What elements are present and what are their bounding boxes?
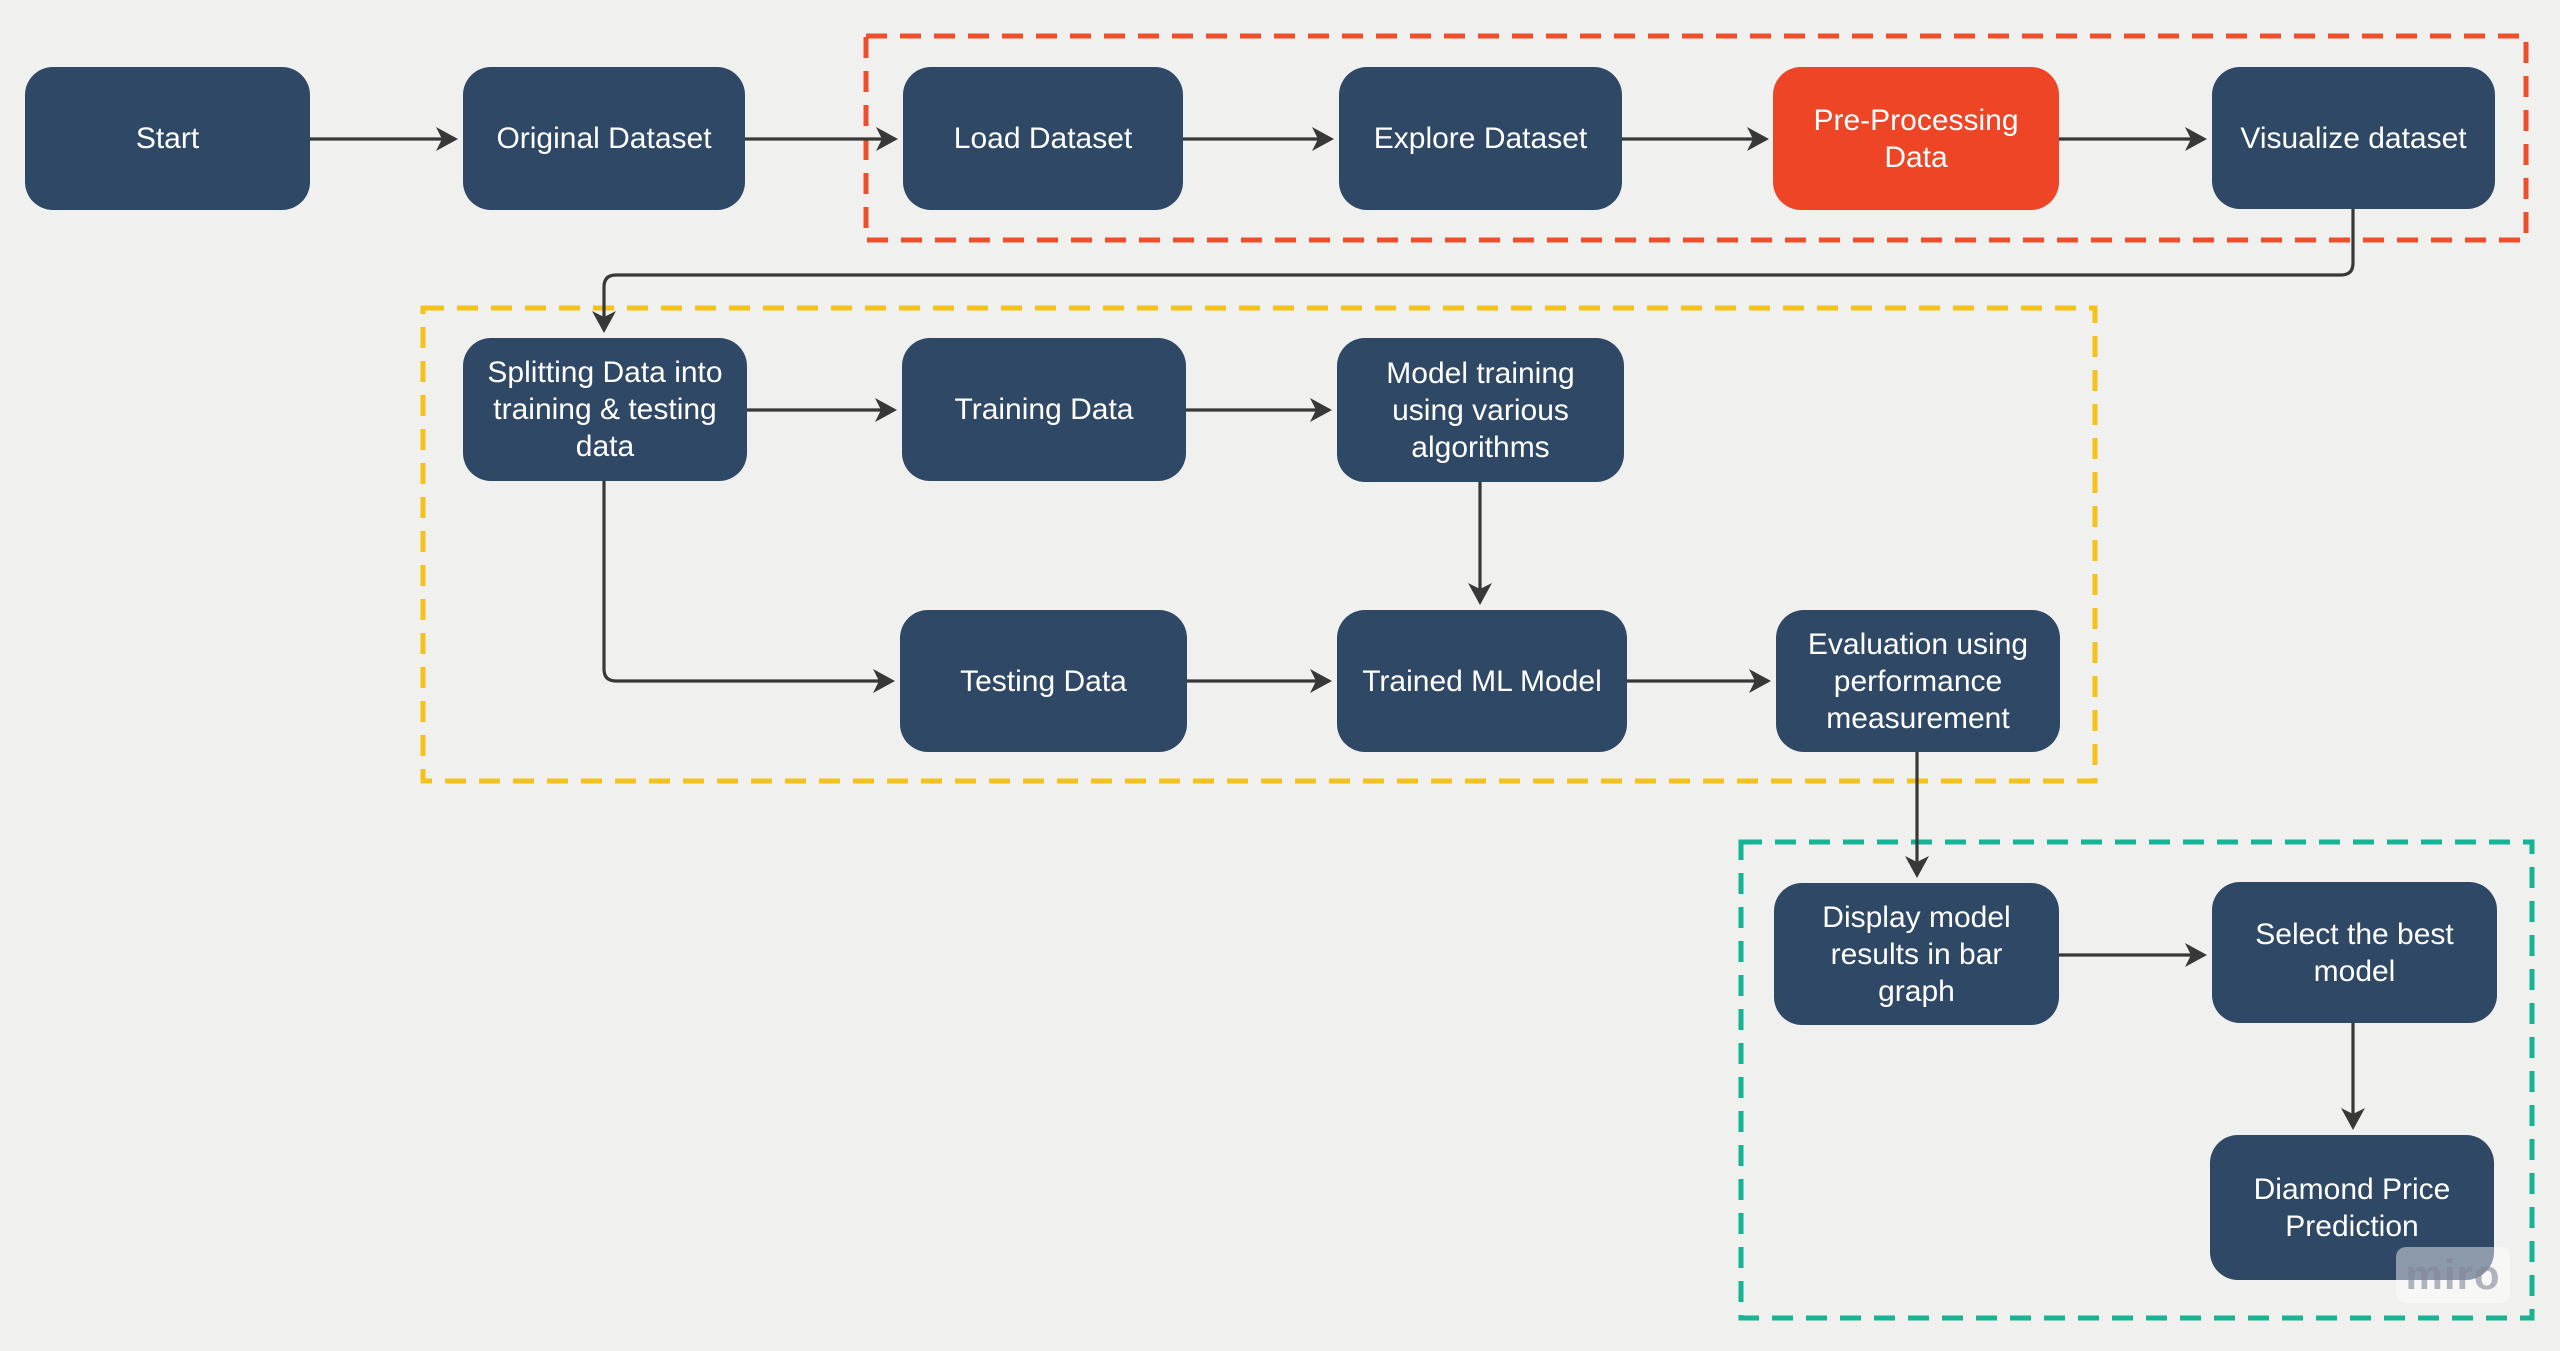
connector-splitting-testing — [602, 481, 895, 693]
node-label: Trained ML Model — [1362, 664, 1602, 698]
node-testing-data[interactable]: Testing Data — [900, 610, 1187, 752]
node-label: Start — [135, 122, 200, 155]
group-model-selection-border — [1738, 839, 2535, 1321]
node-diamond-price-prediction[interactable]: Diamond Price Prediction — [2210, 1135, 2494, 1280]
node-label: Display model results in bar graph — [1822, 900, 2011, 1008]
group-data-preparation-border — [863, 33, 2529, 243]
miro-logo-text: miro — [2405, 1251, 2501, 1298]
node-label: Diamond Price Prediction — [2253, 1172, 2451, 1243]
node-label: Splitting Data into training & testing d… — [487, 356, 723, 463]
node-training-data[interactable]: Training Data — [902, 338, 1186, 481]
node-label: Pre-Processing Data — [1813, 103, 2019, 174]
node-trained-ml-model[interactable]: Trained ML Model — [1337, 610, 1627, 752]
node-pre-processing-data[interactable]: Pre-Processing Data — [1773, 67, 2059, 210]
connectors — [310, 127, 2365, 1130]
node-label: Visualize dataset — [2240, 121, 2467, 155]
node-load-dataset[interactable]: Load Dataset — [903, 67, 1183, 210]
node-label: Testing Data — [960, 664, 1127, 698]
node-label: Select the best model — [2255, 917, 2454, 988]
node-label: Load Dataset — [953, 122, 1133, 155]
node-start[interactable]: Start — [25, 67, 310, 210]
group-model-training-border — [420, 305, 2098, 784]
node-label: Training Data — [954, 393, 1134, 426]
node-select-best-model[interactable]: Select the best model — [2212, 882, 2497, 1023]
node-label: Explore Dataset — [1373, 122, 1588, 155]
node-label: Evaluation using performance measurement — [1807, 627, 2029, 735]
node-splitting-data[interactable]: Splitting Data into training & testing d… — [463, 338, 747, 481]
node-display-results[interactable]: Display model results in bar graph — [1774, 883, 2059, 1025]
node-explore-dataset[interactable]: Explore Dataset — [1339, 67, 1622, 210]
node-model-training[interactable]: Model training using various algorithms — [1337, 338, 1624, 482]
node-label: Original Dataset — [496, 122, 712, 155]
miro-watermark: miro — [2396, 1247, 2510, 1303]
node-evaluation[interactable]: Evaluation using performance measurement — [1776, 610, 2060, 752]
connector-visualize-splitting — [592, 209, 2355, 333]
node-visualize-dataset[interactable]: Visualize dataset — [2212, 67, 2495, 209]
node-label: Model training using various algorithms — [1386, 356, 1575, 464]
node-original-dataset[interactable]: Original Dataset — [463, 67, 745, 210]
